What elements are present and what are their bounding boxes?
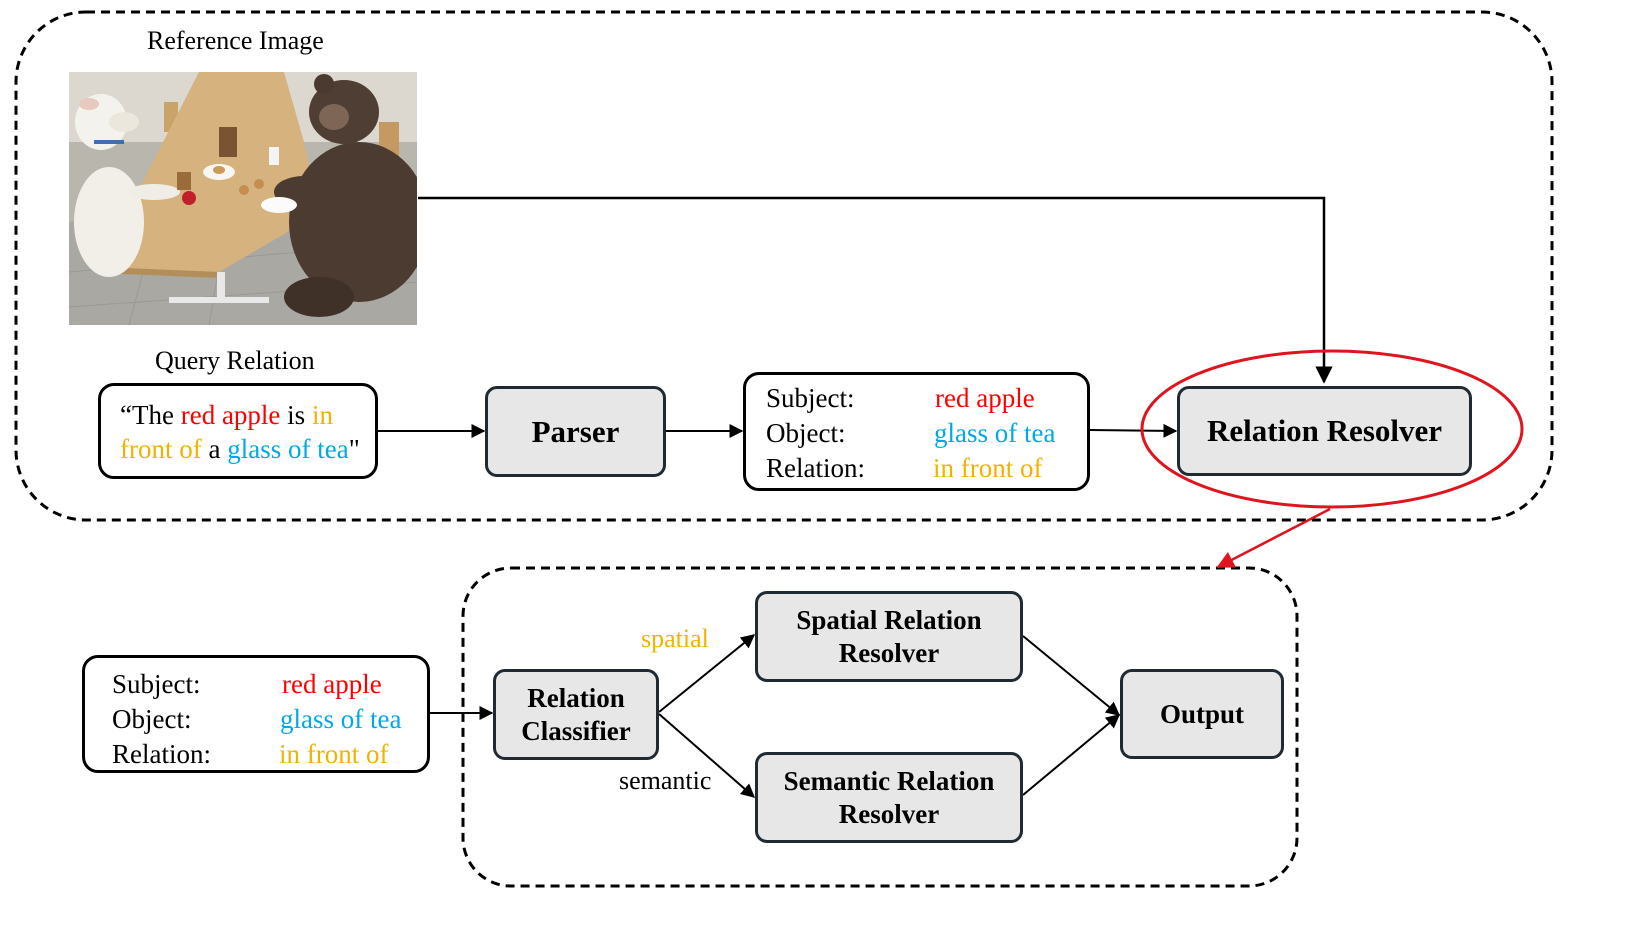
object-value: glass of tea [934, 418, 1056, 448]
parsed-box-bottom: Subject: red apple Object: glass of tea … [82, 655, 430, 773]
bottom-panel-frame [461, 566, 1299, 888]
relation-resolver-label: Relation Resolver [1206, 413, 1443, 448]
arrow-classifier-to-semantic [658, 713, 756, 798]
arrow-classifier-to-spatial [658, 634, 756, 713]
parser-label: Parser [531, 413, 620, 449]
subject-key: Subject: [112, 669, 201, 699]
semantic-resolver-line1: Semantic Relation [783, 765, 995, 796]
parsed-fields-bottom: Subject: red apple Object: glass of tea … [112, 667, 427, 772]
semantic-relation-resolver-node: Semantic Relation Resolver [755, 752, 1023, 843]
arrow-semantic-to-output [1022, 714, 1121, 796]
relation-classifier-node: Relation Classifier [493, 669, 659, 760]
reference-image-label: Reference Image [147, 26, 324, 55]
query-object: glass of tea [227, 434, 349, 464]
semantic-branch-label: semantic [619, 766, 712, 795]
spatial-resolver-line1: Spatial Relation [796, 604, 982, 635]
query-open: “The [120, 400, 181, 430]
arrow-image-to-resolver [418, 196, 1333, 384]
query-is: is [280, 400, 312, 430]
reference-image [69, 72, 417, 325]
semantic-resolver-line2: Resolver [838, 798, 940, 829]
subject-value: red apple [282, 669, 382, 699]
top-panel-frame [14, 10, 1554, 522]
object-value: glass of tea [280, 704, 402, 734]
relation-classifier-line1: Relation [527, 682, 625, 713]
arrow-zoom-detail [1216, 507, 1331, 569]
relation-value: in front of [279, 739, 389, 769]
parser-node: Parser [485, 386, 666, 477]
object-key: Object: [766, 418, 846, 448]
output-label: Output [1159, 698, 1245, 729]
query-a: a [201, 434, 228, 464]
spatial-branch-label: spatial [641, 624, 709, 653]
query-relation-label: Query Relation [155, 346, 315, 375]
relation-key: Relation: [766, 453, 865, 483]
arrow-parsed-to-resolver [1089, 423, 1178, 438]
query-subject: red apple [180, 400, 281, 430]
object-key: Object: [112, 704, 192, 734]
parsed-fields-top: Subject: red apple Object: glass of tea … [766, 381, 1086, 486]
relation-resolver-highlight [1140, 349, 1524, 509]
relation-resolver-node: Relation Resolver [1177, 386, 1472, 476]
query-close: " [348, 434, 360, 464]
relation-classifier-line2: Classifier [521, 715, 631, 746]
relation-value: in front of [933, 453, 1043, 483]
parsed-box-top: Subject: red apple Object: glass of tea … [743, 372, 1090, 491]
spatial-resolver-line2: Resolver [838, 637, 940, 668]
subject-value: red apple [935, 383, 1035, 413]
spatial-relation-resolver-node: Spatial Relation Resolver [755, 591, 1023, 682]
query-text: “The red apple is in front of a glass of … [120, 398, 360, 466]
query-text-box: “The red apple is in front of a glass of … [98, 383, 378, 479]
relation-key: Relation: [112, 739, 211, 769]
subject-key: Subject: [766, 383, 855, 413]
output-node: Output [1120, 669, 1284, 759]
query-relation-part2: front of [120, 434, 202, 464]
arrow-spatial-to-output [1022, 635, 1121, 716]
query-relation-part1: in [311, 400, 333, 430]
